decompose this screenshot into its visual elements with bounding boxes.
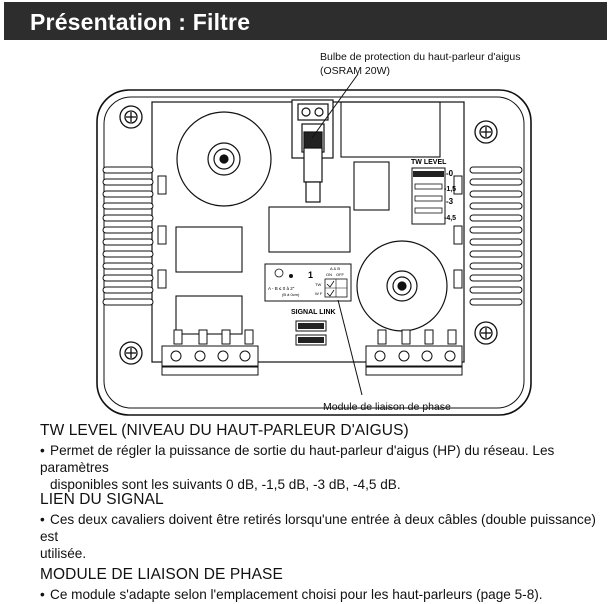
phase-leader <box>337 299 363 396</box>
bulb-callout-line1: Bulbe de protection du haut-parleur d'ai… <box>320 51 521 63</box>
phase-module-col-a: A & B <box>330 266 340 271</box>
phase-module-off: OFF <box>336 272 345 277</box>
section-line: Ce module s'adapte selon l'emplacement c… <box>50 587 543 602</box>
bulb-holder <box>291 99 334 203</box>
section-line: Permet de régler la puissance de sortie … <box>40 443 555 475</box>
left-terminal-block <box>161 329 259 376</box>
tw-level-title: TW LEVEL <box>411 159 447 166</box>
filter-diagram: TW LEVEL -0 -1,5 -3 -4,5 1 A - B ≤ 0 à 2… <box>96 73 532 416</box>
section-body: •Ces deux cavaliers doivent être retirés… <box>40 511 600 562</box>
bulb-callout: Bulbe de protection du haut-parleur d'ai… <box>320 50 520 78</box>
phase-module: 1 A - B ≤ 0 à 2" (B à 0cm) A & B ON OFF … <box>264 263 352 302</box>
section-line: utilisée. <box>40 546 87 561</box>
section-title: MODULE DE LIAISON DE PHASE <box>40 566 283 583</box>
phase-module-caption2: (B à 0cm) <box>282 292 300 297</box>
bullet: • <box>40 587 45 602</box>
phase-module-on: ON <box>326 272 332 277</box>
tw-level-selector: TW LEVEL -0 -1,5 -3 -4,5 <box>411 159 456 225</box>
bulb-callout-line2: (OSRAM 20W) <box>320 65 391 77</box>
board-clips <box>157 175 463 289</box>
bullet: • <box>40 512 45 527</box>
components <box>175 101 441 335</box>
section-signal-link: LIEN DU SIGNAL •Ces deux cavaliers doive… <box>40 490 600 562</box>
signal-link: SIGNAL LINK <box>291 309 336 346</box>
phase-module-row-tw: TW <box>315 282 321 287</box>
section-body: • Ce module s'adapte selon l'emplacement … <box>40 586 600 603</box>
section-title: LIEN DU SIGNAL <box>40 491 164 508</box>
tw-level-0: -0 <box>446 169 454 178</box>
header-bar: Présentation : Filtre <box>4 2 607 40</box>
tw-level-3: -3 <box>446 197 454 206</box>
section-title: TW LEVEL (NIVEAU DU HAUT-PARLEUR D'AIGUS… <box>40 422 409 439</box>
phase-module-number: 1 <box>308 270 313 280</box>
page-title: Présentation : Filtre <box>30 9 251 35</box>
phase-module-row-wf: W F <box>315 291 323 296</box>
right-vents <box>469 166 523 306</box>
section-line: disponibles sont les suivants 0 dB, -1,5… <box>50 477 401 492</box>
signal-link-title: SIGNAL LINK <box>291 309 336 316</box>
housing-outer <box>96 89 532 416</box>
left-inductor <box>176 111 272 207</box>
bullet: • <box>40 443 45 458</box>
bulb-leader <box>311 73 359 139</box>
section-body: •Permet de régler la puissance de sortie… <box>40 442 600 493</box>
phase-module-caption: A - B ≤ 0 à 2" <box>268 286 295 291</box>
section-tw-level: TW LEVEL (NIVEAU DU HAUT-PARLEUR D'AIGUS… <box>40 421 600 493</box>
section-line: Ces deux cavaliers doivent être retirés … <box>40 512 596 544</box>
right-inductor <box>356 240 448 332</box>
tw-level-45: -4,5 <box>444 215 456 222</box>
right-terminal-block <box>365 329 463 376</box>
section-phase-module: MODULE DE LIAISON DE PHASE • Ce module s'… <box>40 565 600 603</box>
tw-level-15: -1,5 <box>444 186 456 193</box>
phase-callout: Module de liaison de phase <box>323 401 451 413</box>
left-vents <box>102 166 154 306</box>
screw-crosses <box>126 112 491 358</box>
